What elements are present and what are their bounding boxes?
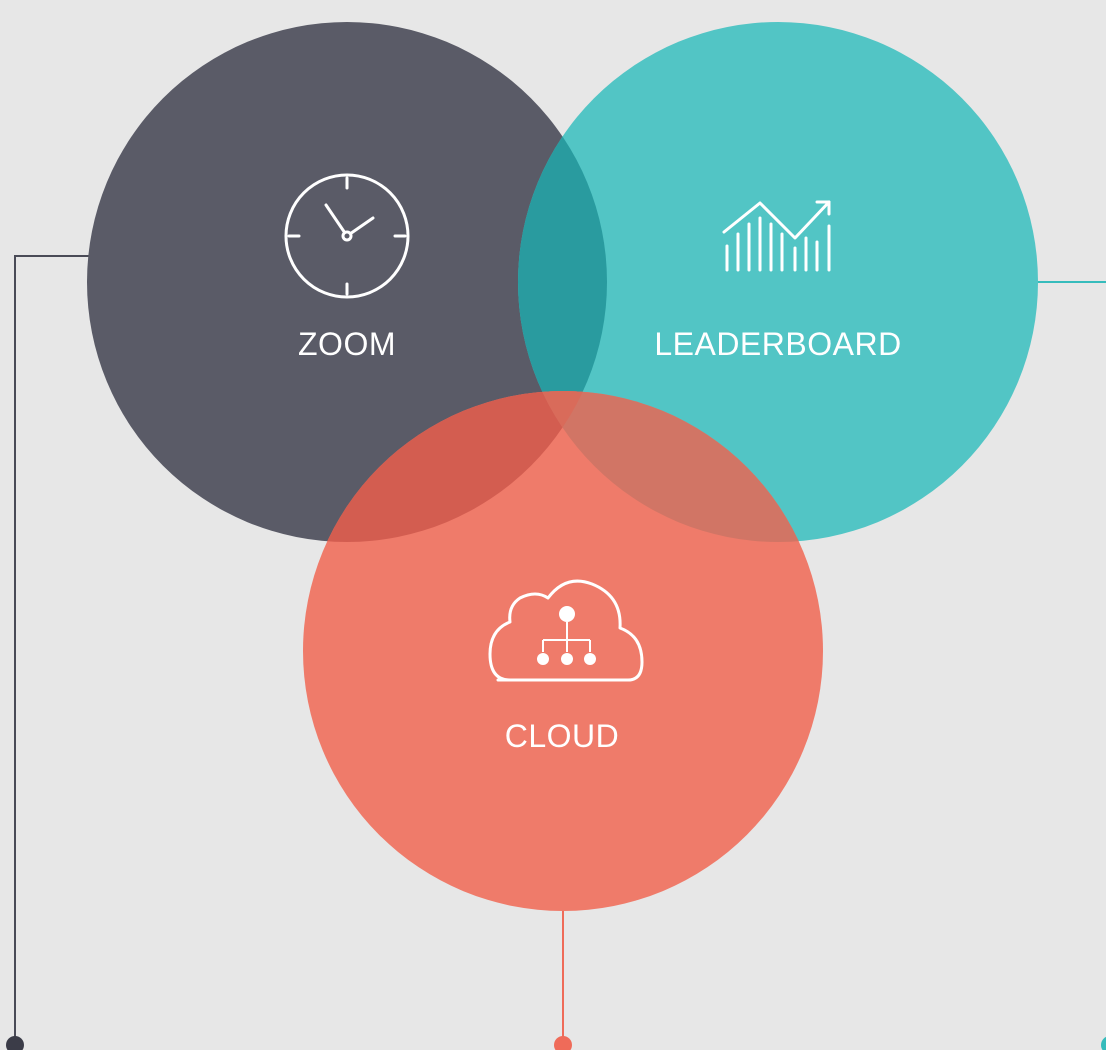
leaderboard-connector-dot: [1101, 1036, 1106, 1050]
cloud-network-icon: [488, 579, 644, 682]
zoom-label: ZOOM: [298, 326, 396, 362]
clock-icon: [284, 173, 410, 299]
leaderboard-label: LEADERBOARD: [654, 326, 902, 362]
zoom-connector-dot: [6, 1036, 24, 1050]
trend-chart-icon: [722, 200, 831, 272]
cloud-connector-dot: [554, 1036, 572, 1050]
cloud-label: CLOUD: [504, 718, 620, 754]
zoom-connector-line: [14, 255, 89, 1045]
cloud-leaderboard-overlap: [518, 391, 823, 542]
cloud-zoom-overlap: [303, 391, 607, 542]
